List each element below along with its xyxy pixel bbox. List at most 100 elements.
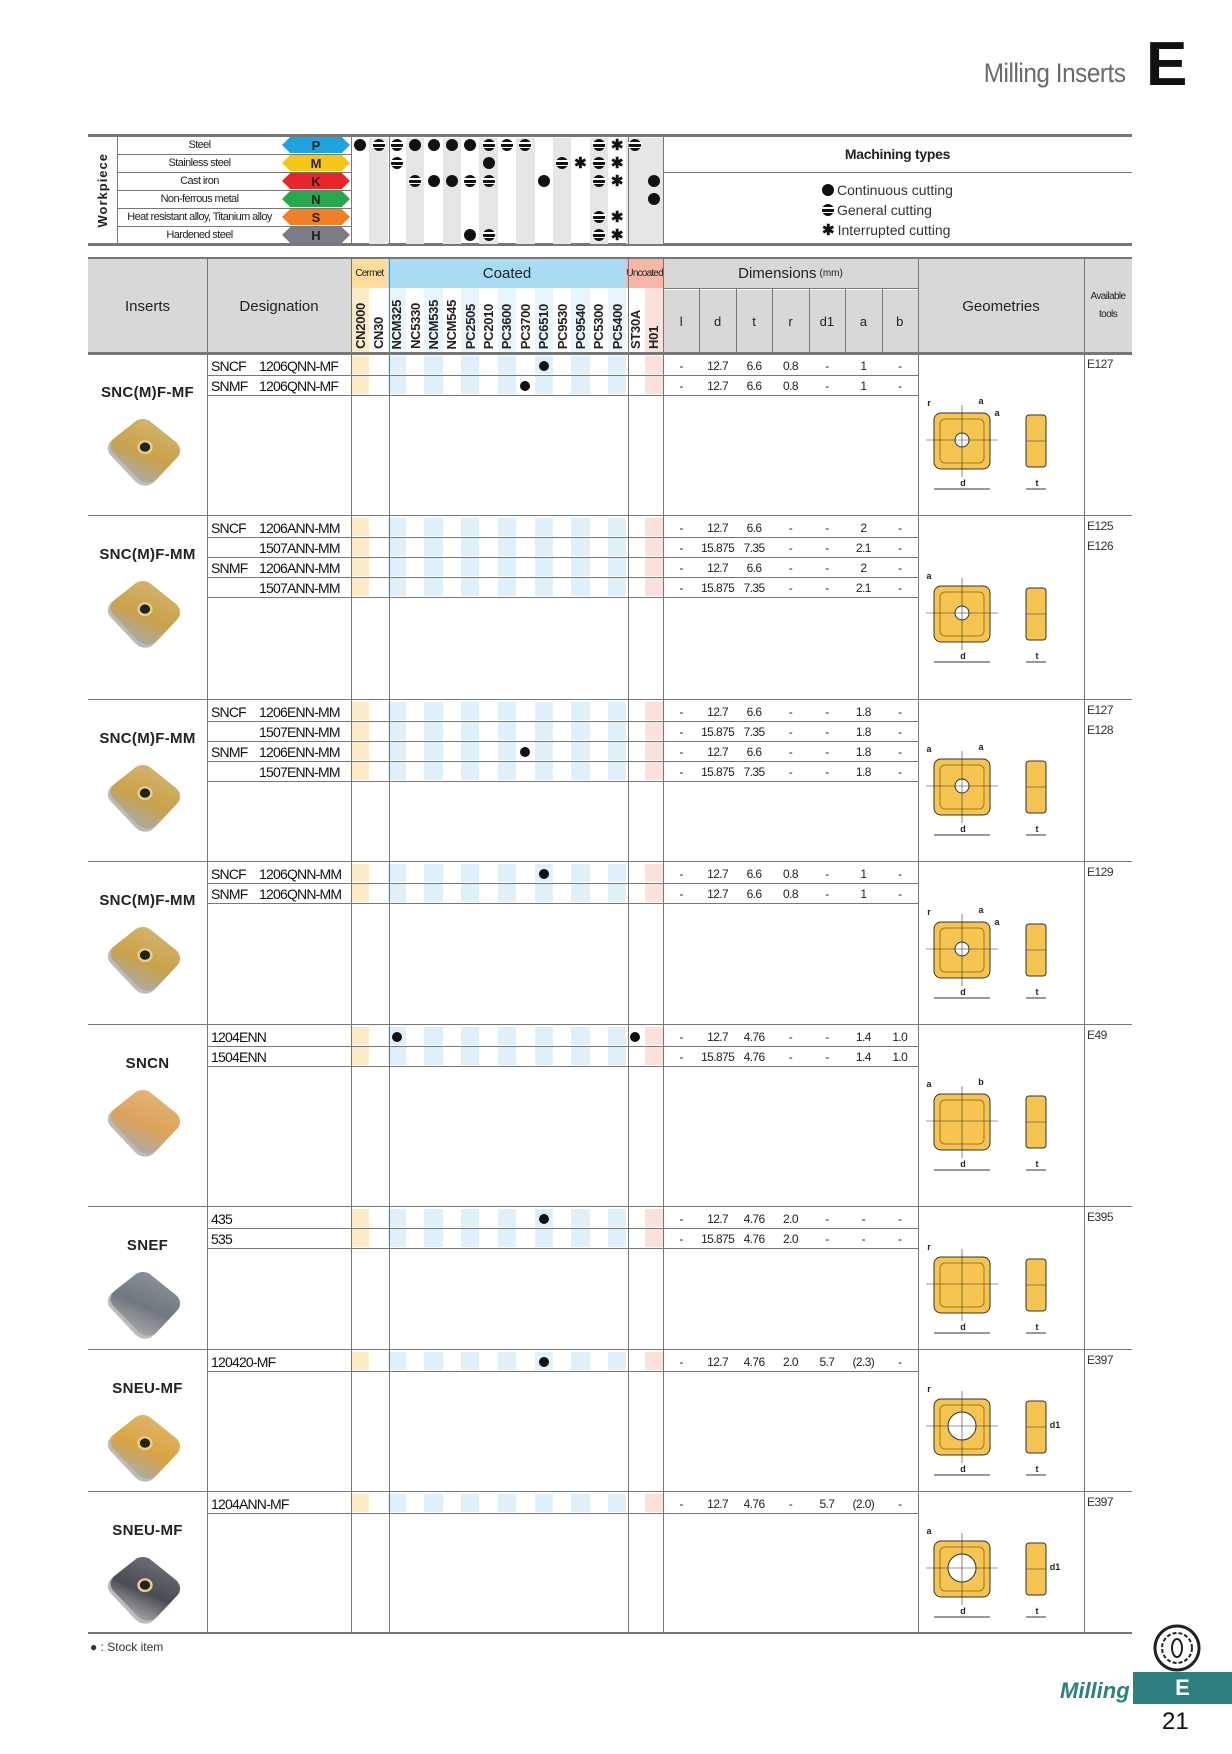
grade-cell (369, 762, 388, 780)
grade-cell (516, 1047, 535, 1065)
dim-value-l: - (679, 1049, 684, 1064)
tool-page-link[interactable]: E127 (1087, 357, 1114, 371)
grade-cell (534, 1229, 553, 1247)
grade-cell (589, 1494, 608, 1512)
grade-cell (351, 702, 370, 720)
grid-line (628, 862, 629, 1025)
row-divider (207, 781, 918, 782)
designation-cell[interactable]: 435 (211, 1209, 351, 1228)
general-cutting-icon (408, 175, 423, 187)
dim-value-l: - (679, 764, 684, 779)
grade-cell (516, 558, 535, 576)
dim-value-d: 12.7 (707, 520, 729, 535)
general-cutting-icon (591, 211, 606, 223)
grid-line (389, 700, 390, 862)
designation-cell[interactable]: 535 (211, 1229, 351, 1248)
machining-types-title: Machining types (844, 146, 951, 162)
designation-cell[interactable]: 1204ENN (211, 1027, 351, 1046)
designation-cell[interactable]: 1507ANN-MM (211, 538, 351, 557)
tool-page-link[interactable]: E128 (1087, 723, 1114, 737)
tool-page-link[interactable]: E395 (1087, 1210, 1114, 1224)
available-tools-list: E395 (1087, 1207, 1114, 1227)
grade-header-pc3700: PC3700 (516, 288, 535, 353)
grade-header-ncm535: NCM535 (424, 288, 443, 353)
designation-cell[interactable]: 120420-MF (211, 1352, 351, 1371)
geometry-label-d: d (960, 478, 966, 488)
tool-page-link[interactable]: E127 (1087, 703, 1114, 717)
grade-cell (479, 1229, 498, 1247)
section-letter: E (1146, 30, 1188, 99)
geometry-label-a: a (926, 1525, 932, 1536)
footnote-text: : Stock item (100, 1640, 164, 1654)
tool-page-link[interactable]: E49 (1087, 1028, 1107, 1042)
geometry-label-t: t (1035, 651, 1039, 661)
designation-cell[interactable]: 1507ENN-MM (211, 722, 351, 741)
grade-cell (497, 702, 517, 720)
designation-cell[interactable]: 1507ENN-MM (211, 762, 351, 781)
tool-page-link[interactable]: E397 (1087, 1353, 1114, 1367)
grade-cell (552, 864, 572, 882)
grid-line (117, 172, 351, 173)
designation-cell[interactable]: 1504ENN (211, 1047, 351, 1066)
grade-group-cermet: Cermet (351, 259, 388, 288)
tool-page-link[interactable]: E125 (1087, 519, 1114, 533)
dim-value-d1: 5.7 (819, 1354, 835, 1369)
grid-line (389, 1492, 390, 1633)
grade-cell (571, 884, 590, 902)
available-tools-list: E129 (1087, 862, 1114, 882)
footer-section-tab[interactable]: E (1133, 1672, 1232, 1704)
tool-page-link[interactable]: E397 (1087, 1495, 1114, 1509)
grade-cell (387, 578, 407, 596)
grade-cell (406, 722, 425, 740)
grade-cell (479, 356, 498, 374)
geometry-label-a: a (978, 742, 984, 752)
workpiece-mark: ✱ (608, 136, 626, 154)
row-divider (207, 395, 918, 396)
designation-cell[interactable]: 1204ANN-MF (211, 1494, 351, 1513)
grade-cell (479, 518, 498, 536)
dim-value-b: - (898, 886, 902, 901)
dim-value-b: - (898, 764, 902, 779)
dim-value-l: - (679, 1211, 684, 1226)
grade-cell (461, 1047, 480, 1065)
grade-cell (479, 376, 498, 394)
dim-value-d: 12.7 (707, 1354, 729, 1369)
grid-line (663, 172, 1132, 173)
dim-value-d: 12.7 (707, 1029, 729, 1044)
grade-cell (607, 356, 627, 374)
dim-value-d: 15.875 (701, 764, 735, 779)
insert-series-name: SNC(M)F-MM (99, 545, 196, 563)
iso-badge-n: N (282, 191, 350, 207)
designation-cell[interactable]: 1507ANN-MM (211, 578, 351, 597)
grade-cell (461, 1494, 480, 1512)
row-divider (207, 597, 918, 598)
grid-line (918, 516, 919, 700)
insert-series-name: SNC(M)F-MM (99, 891, 196, 909)
grade-header-pc5400: PC5400 (607, 288, 627, 353)
designation-code: 1204ANN-MF (211, 1495, 289, 1512)
continuous-cutting-icon (464, 229, 477, 241)
tool-page-link[interactable]: E126 (1087, 539, 1114, 553)
grade-cell (424, 884, 443, 902)
page-title: Milling Inserts (984, 58, 1126, 88)
dim-value-t: 4.76 (743, 1231, 766, 1246)
grid-line (207, 354, 208, 516)
workpiece-mark (443, 136, 461, 154)
grade-cell (387, 1229, 407, 1247)
tool-page-link[interactable]: E129 (1087, 865, 1114, 879)
grid-line (207, 516, 208, 700)
dim-value-d: 12.7 (707, 704, 729, 719)
geometry-label-d: d (960, 1159, 966, 1169)
dim-value-a: 2 (860, 520, 867, 535)
grade-cell (589, 1209, 608, 1227)
grade-name: CN30 (371, 316, 387, 349)
grade-cell (369, 376, 388, 394)
